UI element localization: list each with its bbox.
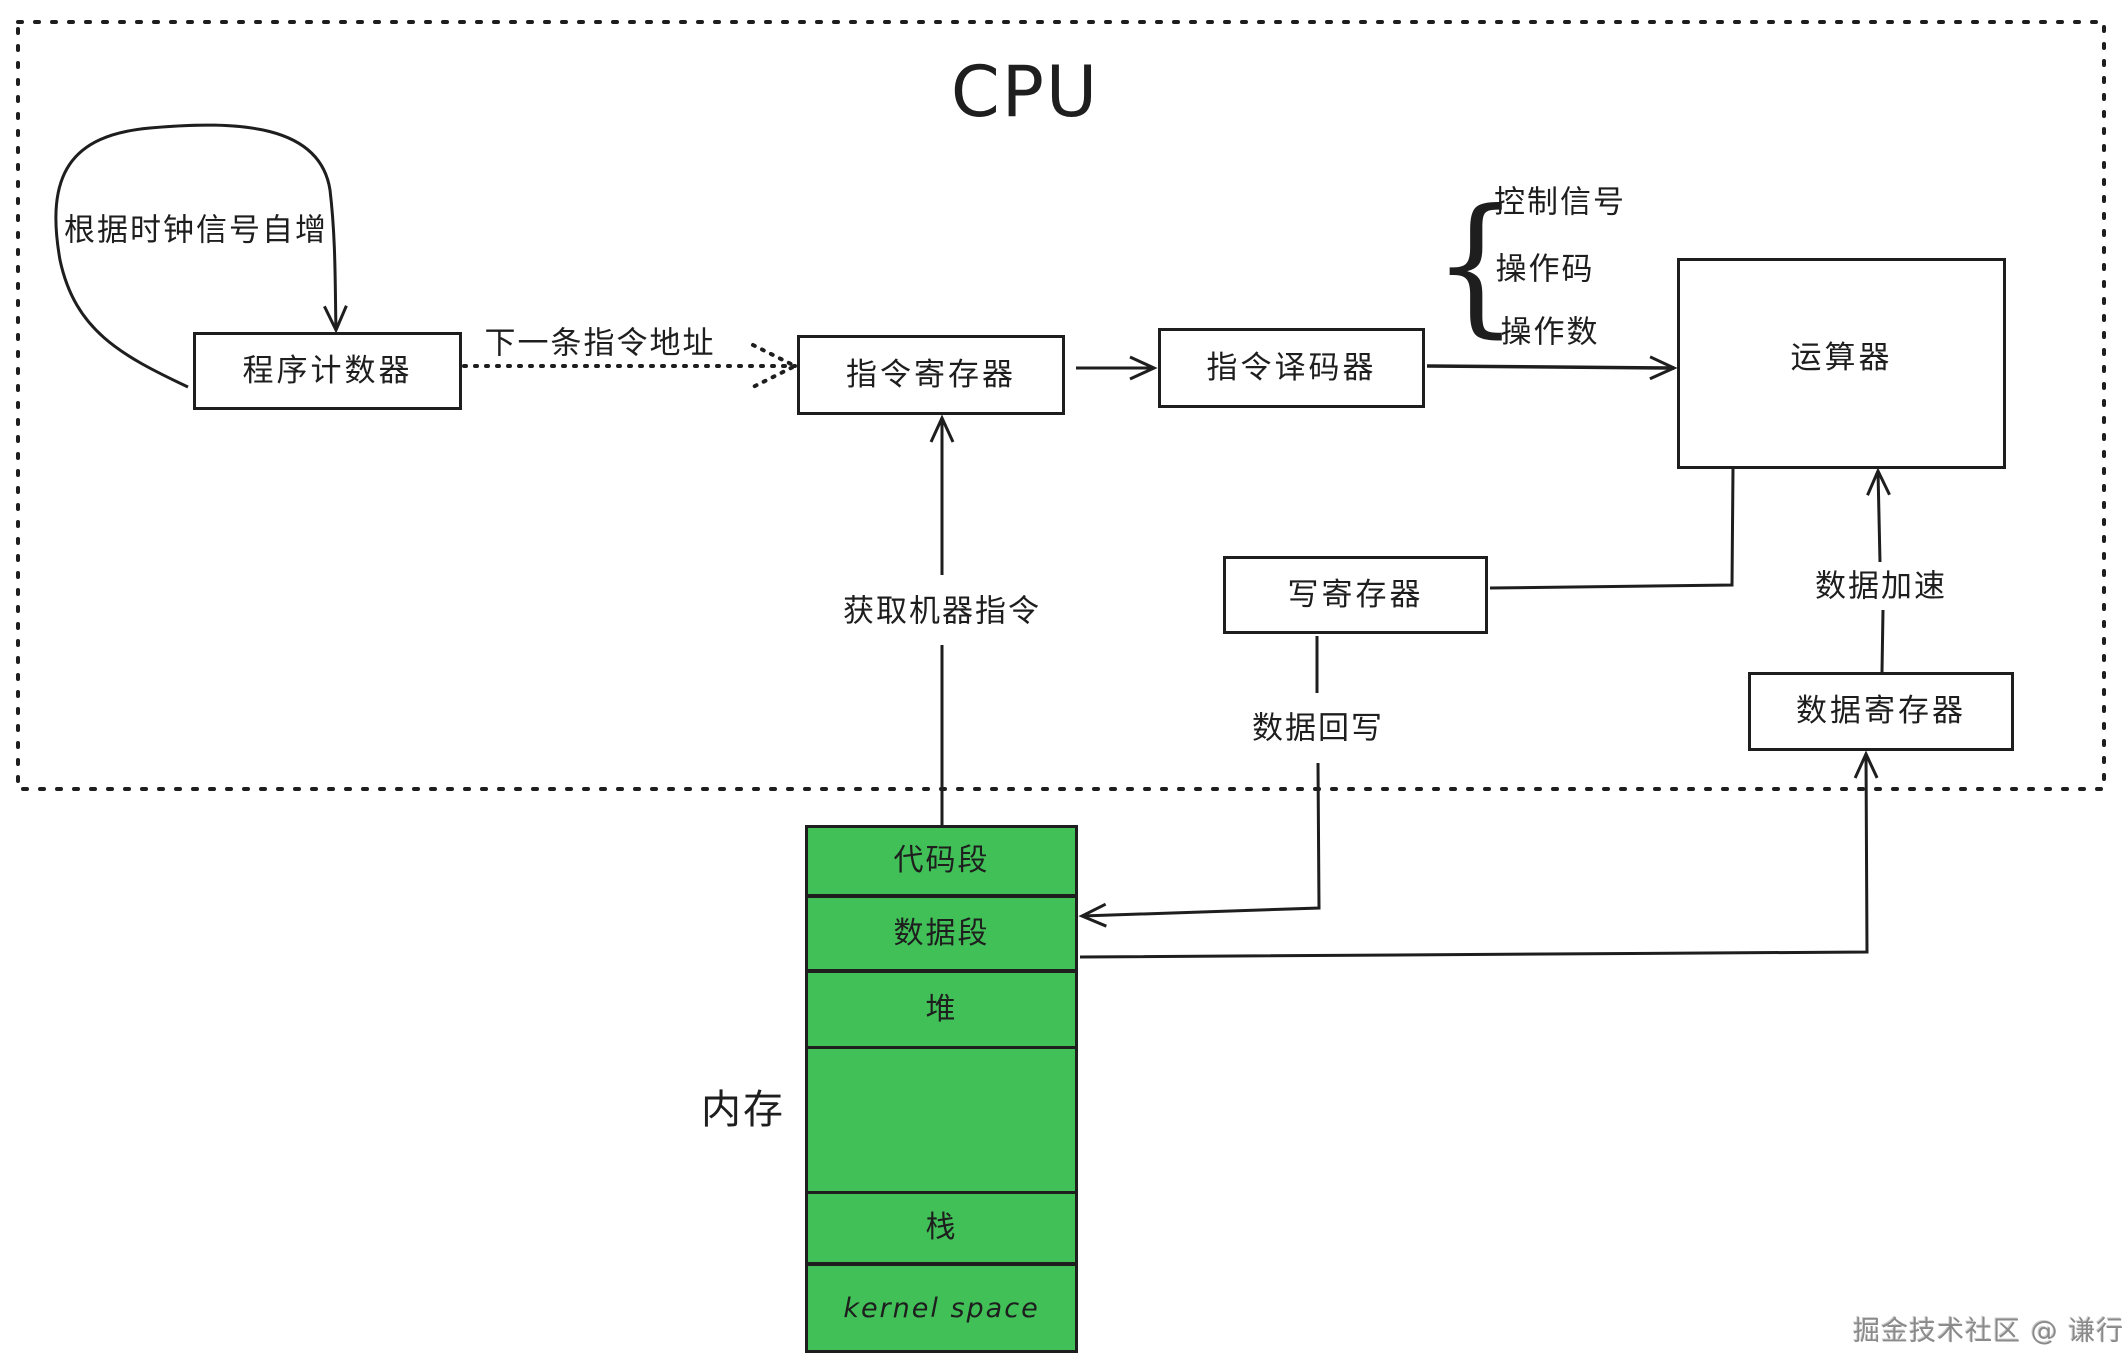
cpu-title: CPU: [950, 51, 1100, 133]
watermark: 掘金技术社区 @ 谦行: [1853, 1316, 2122, 1347]
decoder-output-control-signal: 控制信号: [1494, 184, 1626, 221]
stack-segment-label: 栈: [925, 1210, 958, 1245]
writeback-arrow: [1078, 762, 1321, 928]
decoder-output-brace: {: [1432, 178, 1519, 352]
data-register-box: 数据寄存器: [1748, 672, 2014, 751]
memory-stack-segment: 栈: [805, 1191, 1078, 1265]
alu-box: 运算器: [1677, 258, 2006, 469]
heap-segment-label: 堆: [925, 991, 958, 1027]
data-segment-label: 数据段: [893, 915, 990, 951]
decoder-output-opcode: 操作码: [1495, 251, 1595, 288]
instruction-decoder-label: 指令译码器: [1206, 349, 1377, 386]
clock-loop-arrow: [54, 123, 348, 389]
clock-increment-label: 根据时钟信号自增: [64, 212, 328, 249]
program-counter-box: 程序计数器: [193, 332, 462, 410]
acceleration-arrow: [1866, 467, 1891, 563]
alu-label: 运算器: [1790, 340, 1893, 376]
acceleration-line-lower: [1880, 609, 1885, 673]
memory-kernel-space: kernel space: [805, 1263, 1078, 1353]
memory-free-area: [805, 1049, 1078, 1192]
decoder-output-operand: 操作数: [1500, 314, 1600, 351]
instruction-register-box: 指令寄存器: [797, 335, 1065, 415]
memory-heap-segment: 堆: [805, 970, 1078, 1049]
next-address-label: 下一条指令地址: [484, 325, 716, 362]
decoder-to-alu-arrow: [1426, 355, 1678, 381]
memory-code-segment: 代码段: [805, 825, 1078, 897]
data-to-data-register-arrow: [1079, 750, 1879, 959]
kernel-space-label: kernel space: [843, 1292, 1040, 1324]
data-writeback-label: 数据回写: [1252, 710, 1384, 747]
data-register-label: 数据寄存器: [1796, 693, 1966, 729]
write-register-box: 写寄存器: [1223, 556, 1488, 634]
memory-label: 内存: [701, 1087, 785, 1133]
write-register-label: 写寄存器: [1287, 576, 1424, 613]
code-segment-label: 代码段: [893, 843, 990, 878]
memory-data-segment: 数据段: [805, 895, 1078, 972]
instruction-register-label: 指令寄存器: [846, 356, 1016, 393]
program-counter-label: 程序计数器: [242, 352, 413, 389]
cpu-boundary: [16, 20, 2106, 791]
alu-to-write-register-line: [1489, 467, 1735, 590]
instruction-decoder-box: 指令译码器: [1158, 328, 1425, 408]
fetch-instruction-label: 获取机器指令: [843, 593, 1041, 630]
data-acceleration-label: 数据加速: [1815, 568, 1947, 605]
